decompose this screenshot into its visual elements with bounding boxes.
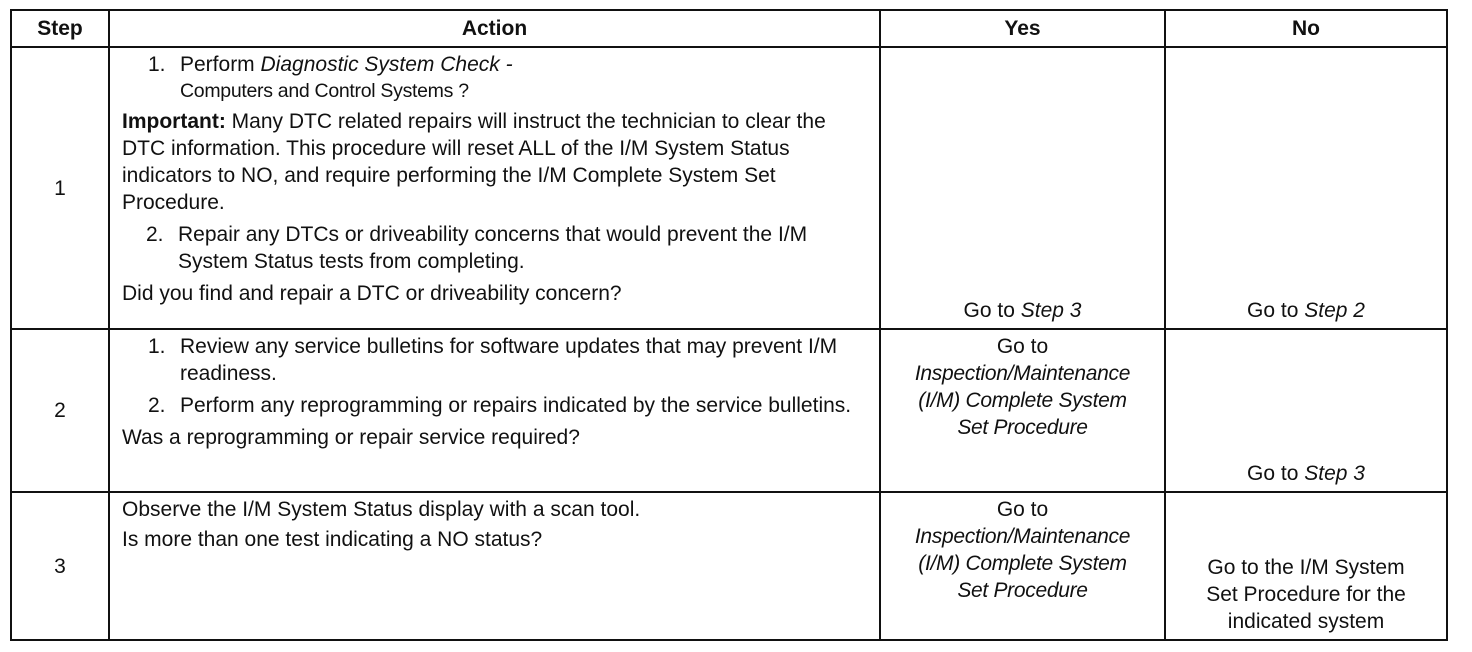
list-number: 1. [148, 335, 166, 358]
procedure-link[interactable]: Inspection/Maintenance (I/M) Complete Sy… [881, 523, 1164, 604]
list-number: 2. [146, 223, 164, 246]
list-item-continuation: Computers and Control Systems ? [148, 78, 869, 105]
step-link[interactable]: Step 3 [1020, 299, 1082, 322]
header-no: No [1164, 9, 1448, 48]
yes-text: Go to [963, 299, 1021, 322]
no-cell: Go to Step 3 [1164, 328, 1448, 493]
step-link[interactable]: Step 2 [1304, 299, 1365, 322]
question-text: Is more than one test indicating a NO st… [122, 528, 543, 551]
procedure-link-line: Inspection/Maintenance [914, 362, 1131, 385]
action-text: Repair any DTCs or driveability concerns… [178, 223, 808, 273]
important-label: Important: [122, 110, 226, 133]
header-yes: Yes [879, 9, 1166, 48]
yes-cell: Go to Step 3 [879, 46, 1166, 330]
yes-cell: Go to Inspection/Maintenance (I/M) Compl… [879, 491, 1166, 641]
yes-text: Go to [996, 498, 1049, 521]
header-action: Action [108, 9, 881, 48]
no-cell: Go to the I/M System Set Procedure for t… [1164, 491, 1448, 641]
list-item: 2. Perform any reprogramming or repairs … [148, 392, 869, 419]
step-link[interactable]: Step 3 [1304, 462, 1365, 485]
table-row: 2 1. Review any service bulletins for so… [10, 328, 1448, 493]
list-item: 1. Perform Diagnostic System Check - [148, 51, 869, 78]
step-number: 3 [10, 491, 110, 641]
step-number: 2 [10, 328, 110, 493]
no-text: Go to [1247, 299, 1305, 322]
no-text-line: indicated system [1227, 610, 1385, 633]
action-cell: Observe the I/M System Status display wi… [108, 491, 881, 641]
action-text: Perform any reprogramming or repairs ind… [180, 394, 852, 417]
procedure-link-line: Set Procedure [957, 579, 1088, 602]
no-text-line: Set Procedure for the [1206, 583, 1406, 606]
procedure-link-line: (I/M) Complete System [918, 552, 1127, 575]
action-cell: 1. Review any service bulletins for soft… [108, 328, 881, 493]
list-number: 2. [148, 394, 166, 417]
procedure-link[interactable]: Inspection/Maintenance (I/M) Complete Sy… [881, 360, 1164, 441]
no-text-line: Go to the I/M System [1207, 556, 1405, 579]
important-text: Many DTC related repairs will instruct t… [122, 110, 826, 214]
yes-cell: Go to Inspection/Maintenance (I/M) Compl… [879, 328, 1166, 493]
no-text: Go to [1247, 462, 1305, 485]
procedure-link-line: Inspection/Maintenance [914, 525, 1131, 548]
question-text: Did you find and repair a DTC or driveab… [122, 282, 622, 305]
diagnostic-table: Step Action Yes No 1 1. Perform Diagnost… [10, 9, 1448, 641]
procedure-link-line: Set Procedure [957, 416, 1088, 439]
action-cell: 1. Perform Diagnostic System Check - Com… [108, 46, 881, 330]
step-number: 1 [10, 46, 110, 330]
action-text: Computers and Control Systems ? [180, 80, 469, 102]
action-text: Perform [180, 53, 261, 76]
yes-text: Go to [996, 335, 1049, 358]
action-text: Review any service bulletins for softwar… [180, 335, 838, 385]
table-row: 3 Observe the I/M System Status display … [10, 491, 1448, 641]
no-cell: Go to Step 2 [1164, 46, 1448, 330]
action-text: Observe the I/M System Status display wi… [122, 498, 641, 521]
list-item: 1. Review any service bulletins for soft… [148, 333, 869, 387]
question-text: Was a reprogramming or repair service re… [122, 426, 580, 449]
header-row: Step Action Yes No [10, 9, 1448, 48]
list-number: 1. [148, 53, 166, 76]
procedure-link-line: (I/M) Complete System [918, 389, 1127, 412]
header-step: Step [10, 9, 110, 48]
important-note: Important: Many DTC related repairs will… [122, 108, 869, 216]
table-row: 1 1. Perform Diagnostic System Check - C… [10, 46, 1448, 330]
no-text: Go to the I/M System Set Procedure for t… [1166, 554, 1446, 635]
procedure-link[interactable]: Diagnostic System Check - [260, 53, 513, 76]
list-item: 2. Repair any DTCs or driveability conce… [146, 221, 869, 275]
